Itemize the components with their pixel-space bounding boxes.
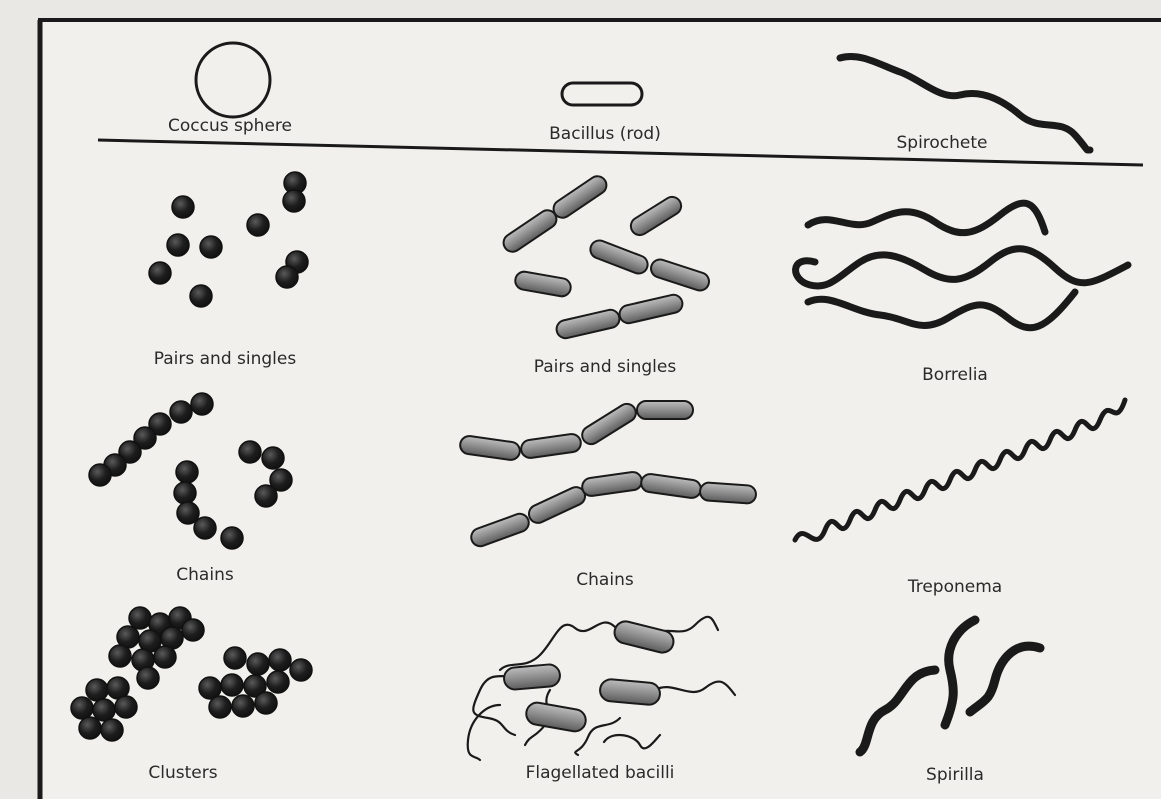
cocci-chains-label: Chains [176, 565, 234, 585]
header-spirochete-label: Spirochete [896, 133, 987, 153]
bacilli-pairs-label: Pairs and singles [534, 357, 677, 377]
spirochete-borrelia-label: Borrelia [922, 365, 988, 385]
cocci-clusters-label: Clusters [148, 763, 217, 783]
cocci-pairs-label: Pairs and singles [154, 349, 297, 369]
header-coccus-label: Coccus sphere [168, 116, 292, 136]
bacilli-chains-label: Chains [576, 570, 634, 590]
spirochete-spirilla-label: Spirilla [926, 765, 984, 785]
bacilli-flagellated-label: Flagellated bacilli [526, 763, 675, 783]
spirochete-treponema-label: Treponema [907, 577, 1002, 597]
header-bacillus-label: Bacillus (rod) [549, 124, 661, 144]
